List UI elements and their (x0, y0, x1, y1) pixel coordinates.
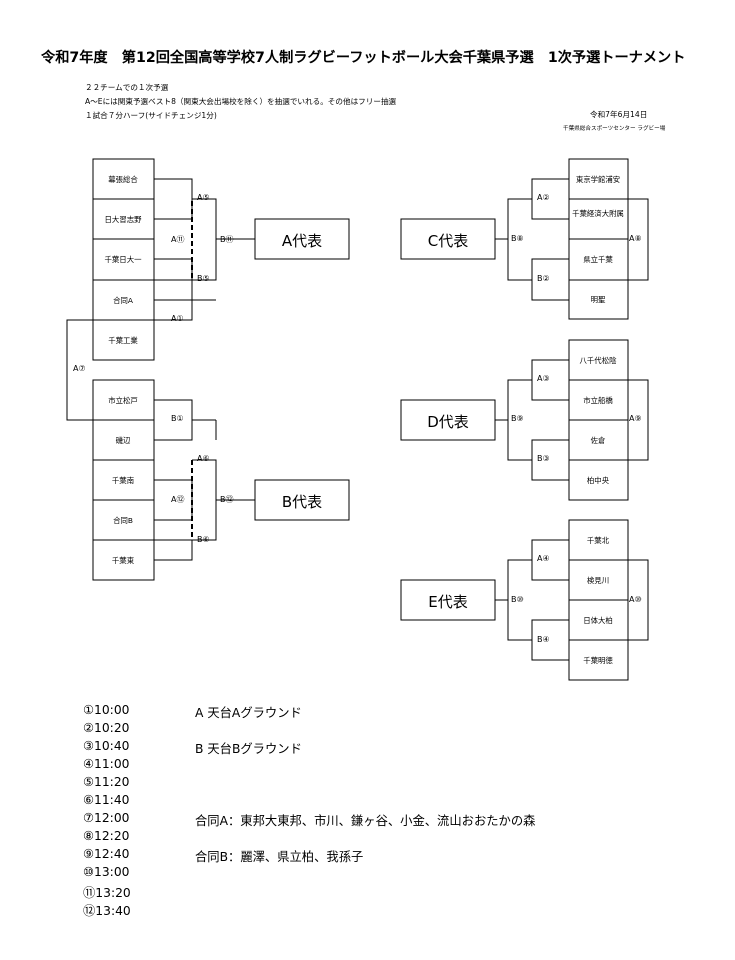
rep-label-e: E代表 (428, 593, 468, 611)
rep-label-c: C代表 (427, 232, 469, 250)
schedule-slot-3: ③10:40 (83, 739, 130, 753)
ground-b: B 天台Bグラウンド (195, 742, 302, 756)
team-left-7: 磯辺 (115, 436, 131, 445)
match-label-a5: A⑤ (197, 193, 210, 202)
note-match-length: １試合７分ハーフ(サイドチェンジ1分) (85, 111, 217, 120)
joint-team-b: 合同B：麗澤、県立柏、我孫子 (195, 850, 364, 864)
match-label-a4: A④ (537, 554, 550, 563)
schedule-slot-6: ⑥11:40 (83, 793, 130, 807)
rep-box-b (254, 479, 350, 521)
team-left-10: 千葉東 (111, 556, 135, 565)
schedule-slot-7: ⑦12:00 (83, 811, 130, 825)
schedule-slot-8: ⑧12:20 (83, 829, 130, 843)
match-label-a11: A⑪ (171, 235, 185, 244)
note-format: ２２チームでの１次予選 (85, 83, 169, 92)
note-seeding: A～Eには関東予選ベスト8（関東大会出場校を除く）を抽選でいれる。その他はフリー… (85, 97, 397, 106)
match-label-a12: A⑫ (171, 495, 185, 504)
rep-box-a (254, 218, 350, 260)
match-label-b11: B⑪ (220, 235, 234, 244)
match-label-a7: A⑦ (73, 364, 86, 373)
page-title: 令和7年度 第12回全国高等学校7人制ラグビーフットボール大会千葉県予選 1次予… (41, 50, 686, 66)
team-left-1: 幕張総合 (108, 175, 138, 184)
ground-a: A 天台Aグラウンド (195, 706, 302, 720)
match-label-b10: B⑩ (511, 595, 524, 604)
team-left-2: 日大習志野 (104, 215, 142, 224)
match-label-b12: B⑫ (220, 495, 234, 504)
team-left-3: 千葉日大一 (104, 255, 142, 264)
team-e-2: 検見川 (586, 576, 610, 585)
match-label-a10: A⑩ (629, 595, 642, 604)
schedule-slot-12: ⑫13:40 (83, 904, 131, 918)
team-c-2: 千葉経済大附属 (572, 209, 624, 218)
match-label-b4: B④ (537, 635, 550, 644)
match-label-a6: A⑥ (197, 454, 210, 463)
match-label-a8: A⑧ (629, 234, 642, 243)
team-c-3: 県立千葉 (583, 255, 613, 264)
team-left-5: 千葉工業 (108, 336, 138, 345)
match-label-b2: B② (537, 274, 550, 283)
event-date: 令和7年6月14日 (590, 110, 648, 119)
match-label-a1: A① (171, 314, 184, 323)
schedule-slot-2: ②10:20 (83, 721, 130, 735)
team-d-3: 佐倉 (590, 436, 606, 445)
match-label-a3: A③ (537, 374, 550, 383)
team-d-2: 市立船橋 (583, 396, 613, 405)
match-label-b6: B⑥ (197, 535, 210, 544)
match-label-b8: B⑧ (511, 234, 524, 243)
team-d-1: 八千代松陰 (579, 356, 617, 365)
schedule-slot-10: ⑩13:00 (83, 865, 130, 879)
team-c-4: 明聖 (590, 295, 606, 304)
match-label-b1: B① (171, 414, 184, 423)
joint-team-a: 合同A：東邦大東邦、市川、鎌ヶ谷、小金、流山おおたかの森 (195, 814, 536, 828)
schedule-slot-5: ⑤11:20 (83, 775, 130, 789)
schedule-slot-4: ④11:00 (83, 757, 130, 771)
team-e-4: 千葉明徳 (583, 656, 613, 665)
team-e-1: 千葉北 (586, 536, 610, 545)
schedule-slot-1: ①10:00 (83, 703, 130, 717)
team-d-4: 柏中央 (586, 476, 610, 485)
schedule-slot-11: ⑪13:20 (83, 886, 131, 900)
match-label-b3: B③ (537, 454, 550, 463)
team-left-6: 市立松戸 (108, 396, 138, 405)
rep-label-a: A代表 (281, 232, 323, 250)
team-left-4: 合同A (113, 296, 133, 305)
match-label-b5: B⑤ (197, 274, 210, 283)
match-label-b9: B⑨ (511, 414, 524, 423)
match-label-a9: A⑨ (629, 414, 642, 423)
team-e-3: 日体大柏 (583, 616, 613, 625)
team-left-9: 合同B (113, 516, 133, 525)
rep-label-b: B代表 (281, 493, 323, 511)
team-left-8: 千葉南 (111, 476, 135, 485)
match-label-a2: A② (537, 193, 550, 202)
team-c-1: 東京学館浦安 (575, 175, 621, 184)
schedule-slot-9: ⑨12:40 (83, 847, 130, 861)
event-venue: 千葉県総合スポーツセンター ラグビー場 (563, 126, 666, 132)
rep-label-d: D代表 (427, 413, 469, 431)
